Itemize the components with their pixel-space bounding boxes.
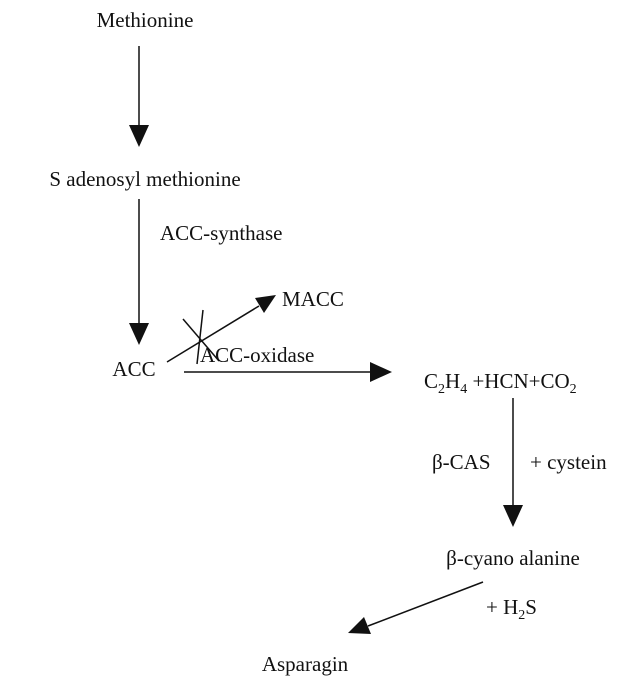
arrowhead-products-to-cyanoalanine (503, 505, 523, 527)
methionine-node: Methionine (97, 8, 194, 32)
arrowhead-cyanoalanine-to-asparagin (348, 617, 371, 634)
block-mark-stroke-b (196, 309, 204, 365)
arrowhead-acc-to-macc (255, 295, 276, 313)
sam-node: S adenosyl methionine (49, 167, 240, 191)
h2s-s: S (525, 595, 537, 619)
arrow-cyanoalanine-to-asparagin (367, 581, 484, 627)
hydrogen-subscript: 4 (460, 382, 467, 397)
co-subscript: 2 (570, 382, 577, 397)
acc-node: ACC (112, 357, 155, 381)
arrowhead-acc-to-products (370, 362, 392, 382)
h2s-subscript: 2 (518, 608, 525, 623)
h2s-label: + H2S (486, 595, 537, 623)
cyanoalanine-node: β-cyano alanine (446, 546, 580, 570)
acc-oxidase-label: ACC-oxidase (200, 343, 314, 367)
hcn-co-text: +HCN+CO (467, 369, 569, 393)
arrowhead-methionine-to-sam (129, 125, 149, 147)
cystein-label: + cystein (530, 450, 607, 474)
arrow-acc-to-macc (166, 305, 260, 363)
h2s-plus-h: + H (486, 595, 518, 619)
beta-cas-label: β-CAS (432, 450, 491, 474)
products-node: C2H4 +HCN+CO2 (424, 369, 577, 397)
hydrogen-text: H (445, 369, 460, 393)
carbon-text: C (424, 369, 438, 393)
macc-node: MACC (282, 287, 344, 311)
carbon-subscript: 2 (438, 382, 445, 397)
acc-synthase-label: ACC-synthase (160, 221, 283, 245)
asparagin-node: Asparagin (262, 652, 349, 676)
block-mark-stroke-a (182, 318, 220, 362)
arrowhead-sam-to-acc (129, 323, 149, 345)
